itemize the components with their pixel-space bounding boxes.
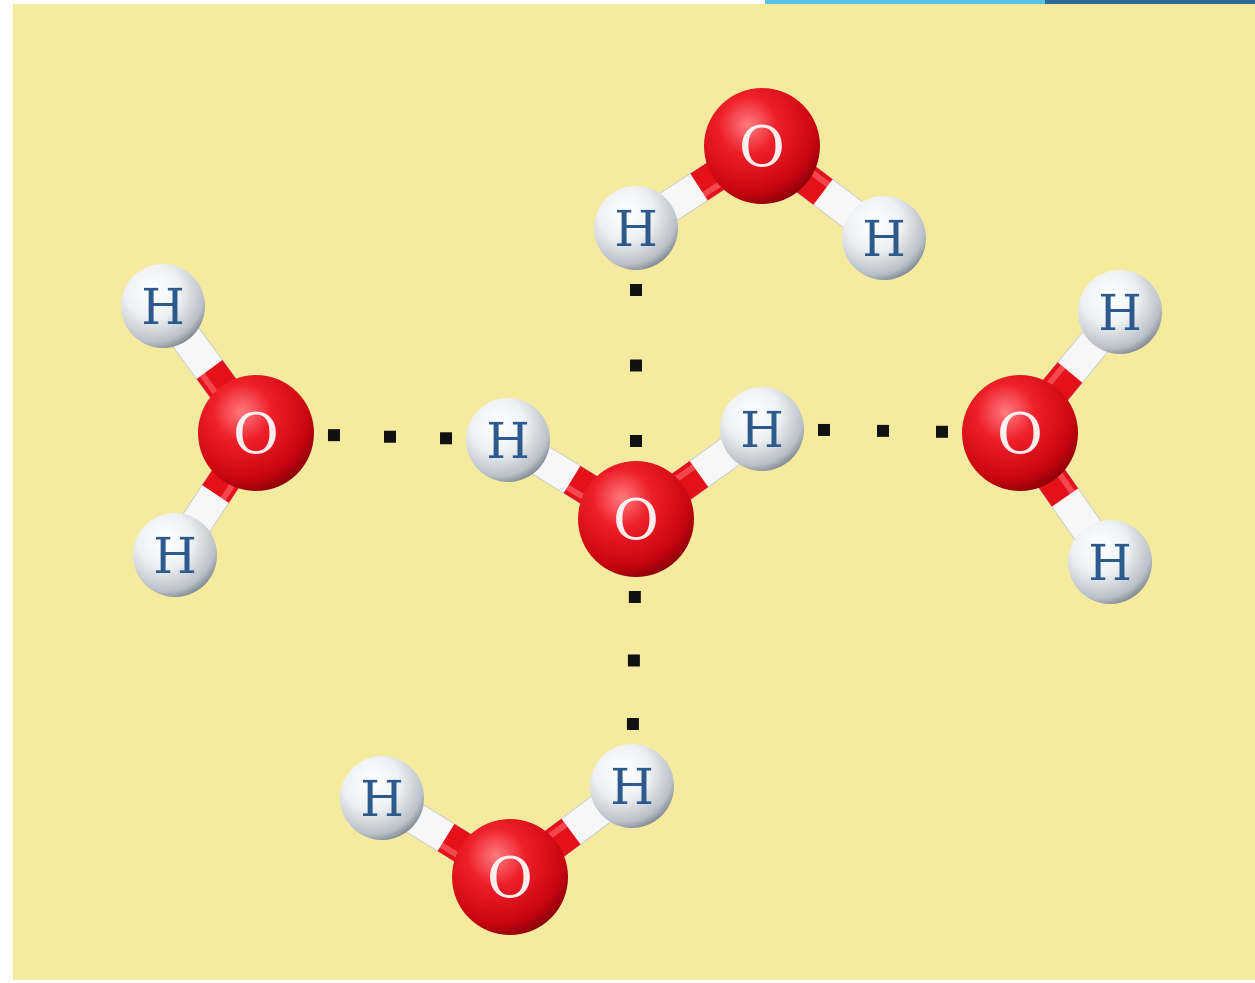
hydrogen-sphere xyxy=(121,264,205,348)
hydrogen-atom: H xyxy=(1068,520,1152,604)
hydrogen-bond-dot xyxy=(630,359,642,372)
molecule-atoms-top: H H O xyxy=(594,88,926,280)
atoms: H H O H H O H H O H H O H H O xyxy=(121,88,1162,935)
oxygen-label: O xyxy=(739,115,785,180)
molecule-atoms-central: H H O xyxy=(466,387,804,577)
hydrogen-bonds xyxy=(327,284,949,731)
hydrogen-bond-dot xyxy=(626,718,639,731)
hydrogen-atom: H xyxy=(590,744,674,828)
hydrogen-atom: H xyxy=(466,398,550,482)
diagram-canvas: H H O H H O H H O H H O H H O xyxy=(13,4,1255,980)
hydrogen-label: H xyxy=(486,412,530,470)
hydrogen-atom: H xyxy=(1078,270,1162,354)
hydrogen-bond-dot xyxy=(383,430,396,443)
oxygen-label: O xyxy=(487,846,533,911)
oxygen-sphere xyxy=(704,88,820,204)
hydrogen-sphere xyxy=(133,513,217,597)
hydrogen-label: H xyxy=(862,210,906,268)
oxygen-label: O xyxy=(233,402,279,467)
oxygen-sphere xyxy=(452,819,568,935)
oxygen-atom: O xyxy=(578,461,694,577)
oxygen-atom: O xyxy=(962,375,1078,491)
hydrogen-bond-dot xyxy=(877,424,890,437)
hydrogen-bond-dot xyxy=(440,432,453,445)
molecule-atoms-right: H H O xyxy=(962,270,1162,604)
oxygen-label: O xyxy=(613,488,659,553)
hydrogen-atom: H xyxy=(133,513,217,597)
hydrogen-sphere xyxy=(1068,520,1152,604)
oxygen-sphere xyxy=(962,375,1078,491)
top-strip-light xyxy=(765,0,1045,4)
oxygen-atom: O xyxy=(704,88,820,204)
hydrogen-label: H xyxy=(153,527,197,585)
hydrogen-sphere xyxy=(466,398,550,482)
hydrogen-label: H xyxy=(1088,534,1132,592)
molecule-atoms-bottom: H H O xyxy=(340,744,674,935)
hydrogen-label: H xyxy=(610,758,654,816)
oxygen-atom: O xyxy=(452,819,568,935)
top-strip-dark xyxy=(1045,0,1255,4)
hydrogen-label: H xyxy=(740,401,784,459)
oxygen-sphere xyxy=(578,461,694,577)
hydrogen-label: H xyxy=(614,200,658,258)
hydrogen-bond-dot xyxy=(627,654,640,667)
hydrogen-sphere xyxy=(842,196,926,280)
hydrogen-bond-dot xyxy=(628,590,641,603)
oxygen-sphere xyxy=(198,375,314,491)
hydrogen-bond xyxy=(626,590,641,731)
oxygen-atom: O xyxy=(198,375,314,491)
hydrogen-atom: H xyxy=(842,196,926,280)
hydrogen-bond-dot xyxy=(817,423,830,436)
hydrogen-label: H xyxy=(360,770,404,828)
oxygen-label: O xyxy=(997,402,1043,467)
hydrogen-atom: H xyxy=(121,264,205,348)
hydrogen-sphere xyxy=(340,756,424,840)
hydrogen-label: H xyxy=(1098,284,1142,342)
hydrogen-sphere xyxy=(1078,270,1162,354)
hydrogen-bond xyxy=(817,423,949,438)
hydrogen-sphere xyxy=(594,186,678,270)
hydrogen-bond-dot xyxy=(630,435,642,447)
hydrogen-bond xyxy=(630,284,642,447)
hydrogen-atom: H xyxy=(720,387,804,471)
hydrogen-bond xyxy=(327,429,453,445)
water-hydrogen-bonding-diagram: H H O H H O H H O H H O H H O xyxy=(13,4,1255,980)
hydrogen-bond-dot xyxy=(630,284,642,296)
hydrogen-atom: H xyxy=(340,756,424,840)
hydrogen-atom: H xyxy=(594,186,678,270)
molecule-atoms-left: H H O xyxy=(121,264,314,597)
hydrogen-bond-dot xyxy=(936,425,949,438)
hydrogen-bond-dot xyxy=(327,429,340,442)
hydrogen-sphere xyxy=(720,387,804,471)
hydrogen-label: H xyxy=(141,278,185,336)
hydrogen-sphere xyxy=(590,744,674,828)
